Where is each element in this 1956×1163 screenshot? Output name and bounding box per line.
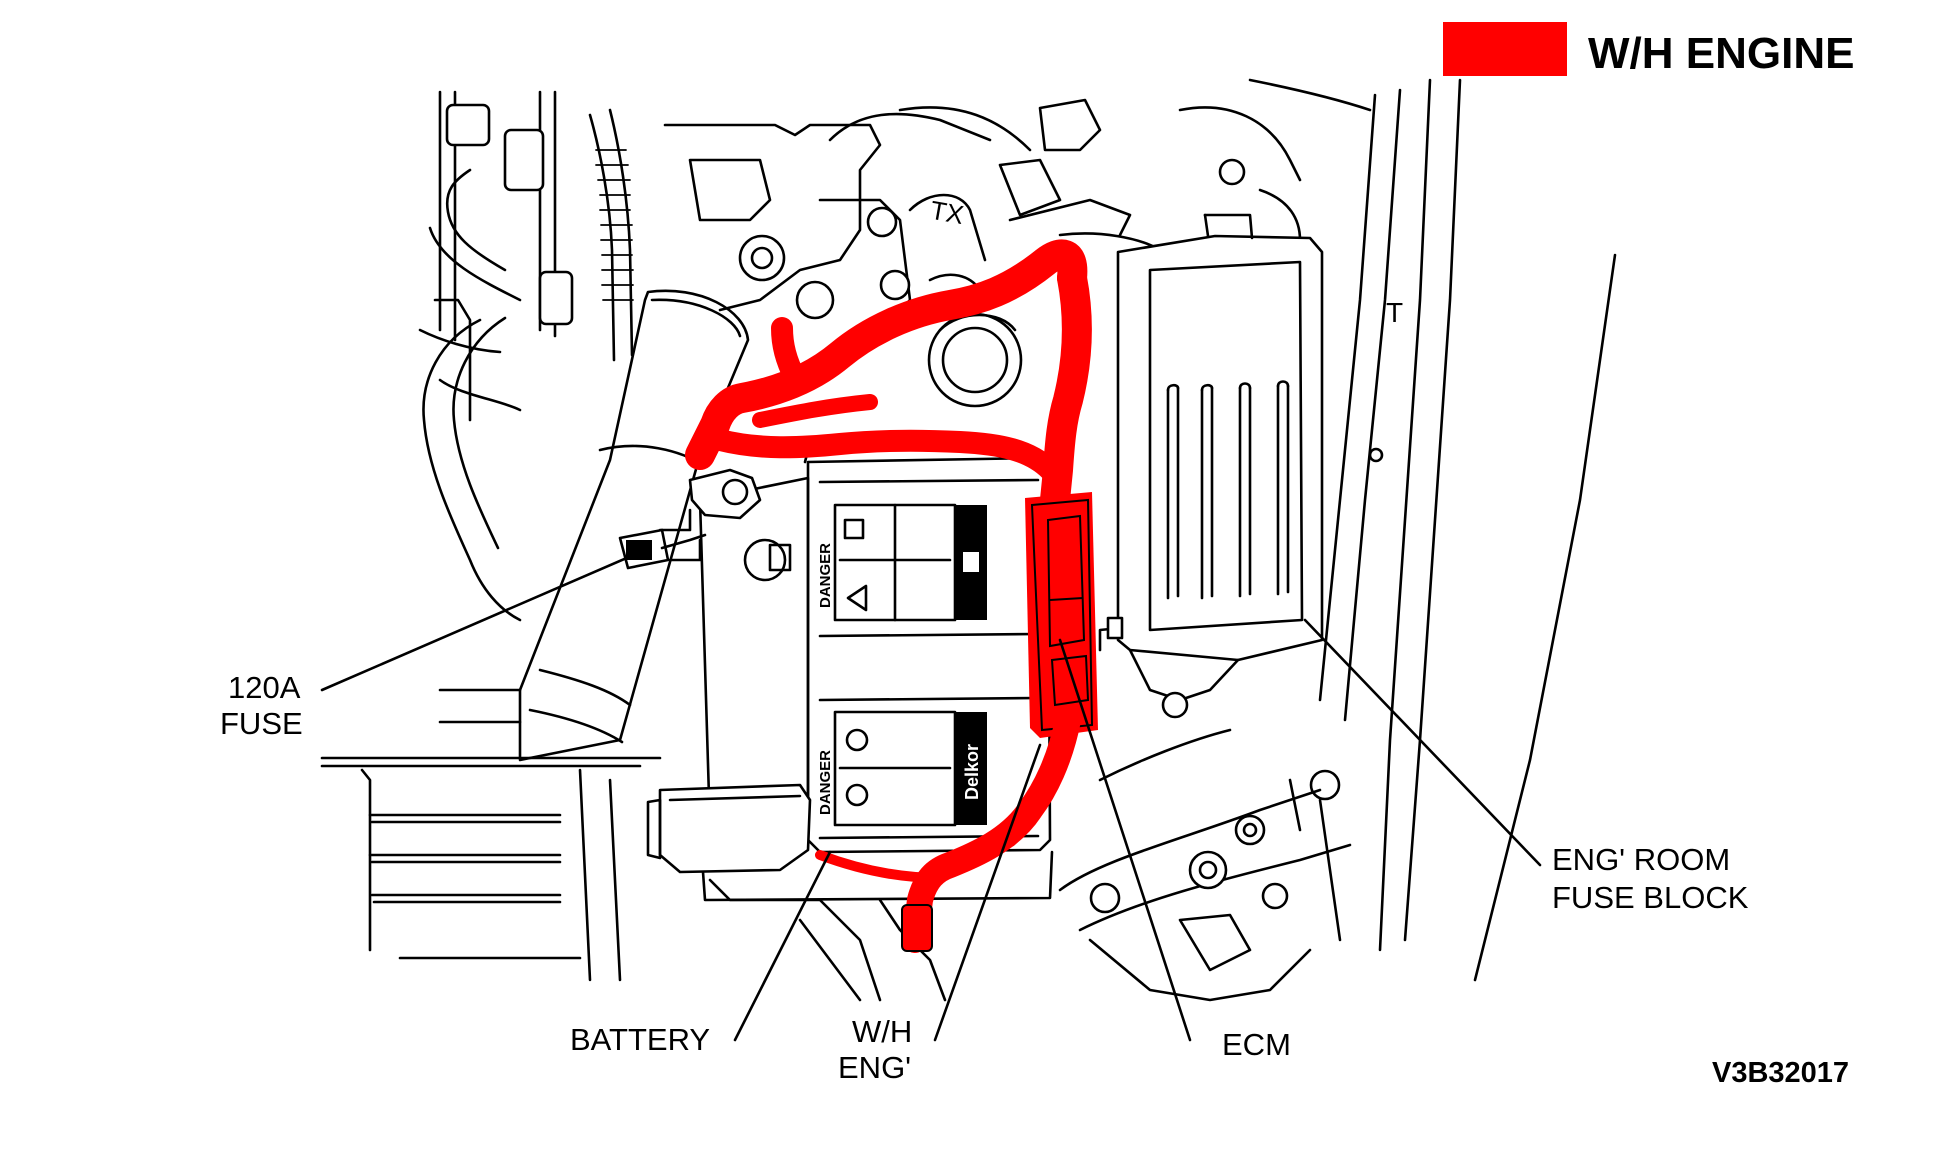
label-ecm: ECM	[1222, 1027, 1291, 1062]
leader-ecm	[1058, 638, 1192, 1042]
leader-battery	[733, 850, 832, 1042]
label-eng-room-fuse-block-line1: ENG' ROOM	[1552, 842, 1730, 877]
battery-danger-upper: DANGER	[817, 543, 834, 608]
legend: W/H ENGINE	[1443, 22, 1854, 78]
label-120a-fuse-line1: 120A	[228, 670, 301, 705]
legend-swatch	[1443, 22, 1567, 76]
leader-fuse-block	[1303, 618, 1542, 867]
leader-wh-eng	[933, 743, 1042, 1042]
callout-labels: 120A FUSE BATTERY W/H ENG' ECM ENG' ROOM…	[220, 670, 1849, 1089]
engine-wire-harness	[685, 239, 1098, 953]
label-wh-eng-line1: W/H	[852, 1014, 912, 1049]
label-battery: BATTERY	[570, 1022, 710, 1057]
legend-label: W/H ENGINE	[1588, 29, 1854, 78]
engine-bay-line-art: TX T	[320, 78, 1617, 1002]
figure-id: V3B32017	[1712, 1057, 1849, 1089]
leader-120a-fuse	[320, 548, 647, 692]
leader-lines	[320, 548, 1542, 1042]
battery-brand: Delkor	[962, 744, 982, 800]
battery-danger-lower: DANGER	[817, 750, 834, 815]
label-wh-eng-line2: ENG'	[838, 1050, 911, 1085]
label-eng-room-fuse-block-line2: FUSE BLOCK	[1552, 880, 1749, 915]
tx-marking: TX	[928, 195, 966, 230]
label-120a-fuse-line2: FUSE	[220, 706, 303, 741]
t-marking: T	[1386, 297, 1403, 328]
